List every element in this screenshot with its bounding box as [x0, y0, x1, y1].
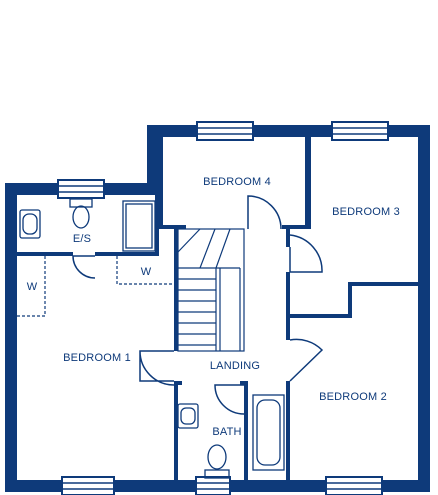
staircase: [177, 228, 245, 352]
window-bedroom-1: [61, 476, 115, 495]
door-bath: [214, 384, 245, 415]
label-ensuite: E/S: [73, 233, 91, 245]
bath-basin: [177, 403, 199, 429]
fixtures: [19, 198, 285, 479]
door-bedroom-2: [289, 338, 324, 382]
wardrobe-outline-2: [116, 256, 174, 285]
room-labels: BEDROOM 4 BEDROOM 3 E/S W W BEDROOM 1 LA…: [27, 176, 400, 438]
ensuite-basin: [19, 209, 41, 239]
window-top-left: [57, 179, 105, 199]
label-bedroom-4: BEDROOM 4: [203, 176, 271, 188]
bath-toilet: [204, 444, 230, 479]
windows: [57, 121, 389, 495]
bathtub: [252, 394, 285, 471]
window-bedroom-4: [196, 121, 254, 141]
door-ensuite: [72, 255, 96, 279]
label-bath: BATH: [212, 426, 241, 438]
door-bedroom-1: [139, 350, 175, 386]
door-bedroom-3: [289, 234, 323, 273]
ensuite-shower: [122, 200, 156, 252]
label-wardrobe-2: W: [141, 266, 152, 278]
window-bedroom-2: [325, 476, 383, 495]
door-bedroom-4: [247, 195, 282, 230]
window-bedroom-3: [331, 121, 389, 141]
wardrobe-outline-1: [17, 256, 46, 317]
label-bedroom-3: BEDROOM 3: [332, 206, 400, 218]
label-landing: LANDING: [210, 360, 260, 372]
label-bedroom-2: BEDROOM 2: [319, 391, 387, 403]
label-bedroom-1: BEDROOM 1: [63, 352, 131, 364]
window-bath: [195, 476, 231, 495]
label-wardrobe-1: W: [27, 281, 38, 293]
ensuite-toilet: [69, 198, 93, 229]
wardrobes: [17, 256, 174, 317]
doors: [72, 195, 324, 415]
